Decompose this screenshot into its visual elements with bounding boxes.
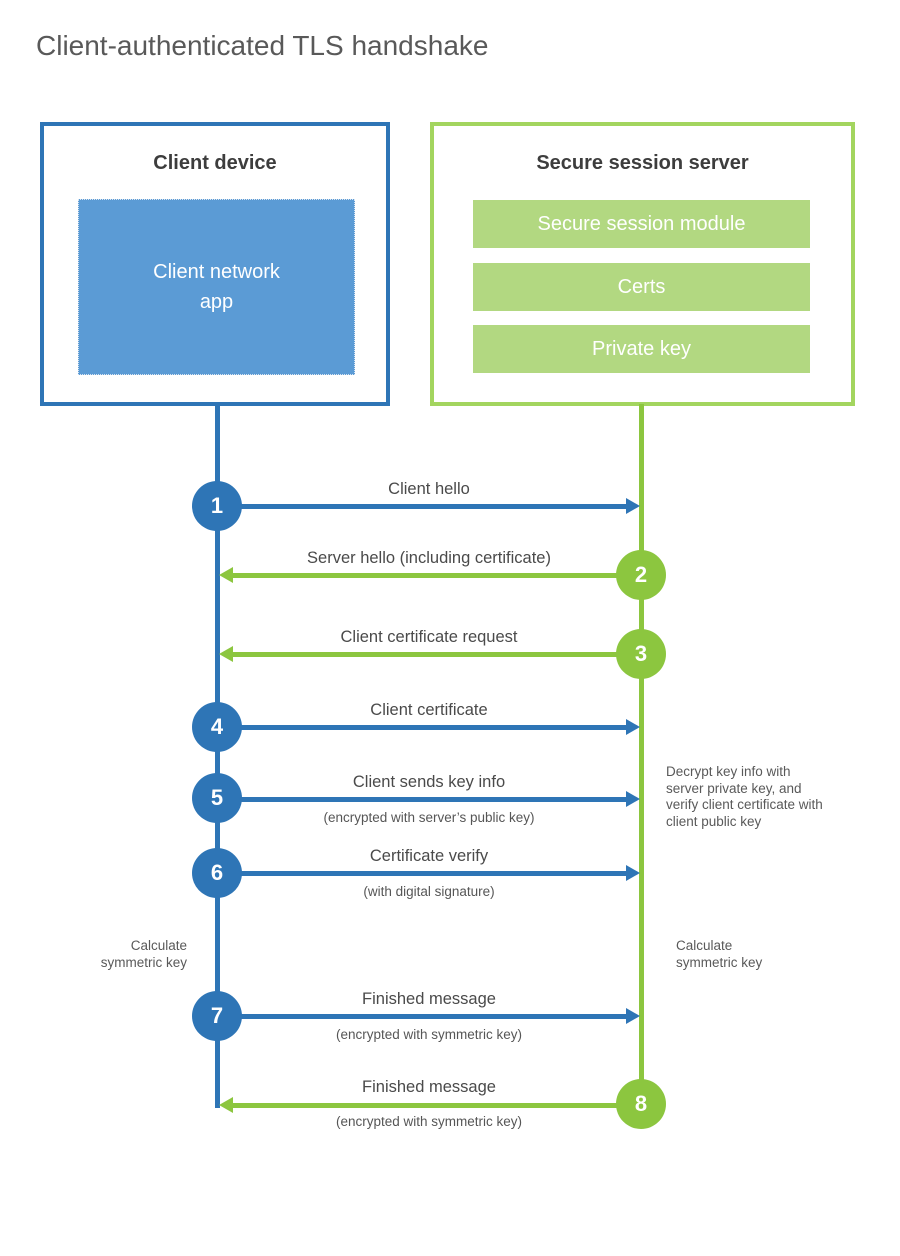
message-sublabel-6: (with digital signature) — [363, 884, 495, 899]
step-badge-8: 8 — [616, 1079, 666, 1129]
server-module-label: Certs — [617, 275, 666, 298]
arrow-head-right-icon — [626, 1008, 640, 1024]
message-label-client-cert-request: Client certificate request — [340, 628, 518, 646]
message-label-client-certificate: Client certificate — [370, 701, 488, 719]
arrow-head-right-icon — [626, 719, 640, 735]
message-sublabel-5: (encrypted with server’s public key) — [323, 810, 535, 825]
client-network-app-box: Client network app — [78, 199, 355, 375]
message-label-finished-message-8: Finished message — [362, 1078, 496, 1096]
message-sublabel-7: (encrypted with symmetric key) — [335, 1027, 523, 1042]
secure-session-server-title: Secure session server — [536, 152, 749, 174]
step-badge-3: 3 — [616, 629, 666, 679]
server-module-bar-secure-session-module: Secure session module — [473, 200, 810, 248]
arrow-shaft — [220, 796, 626, 802]
message-label-client-hello: Client hello — [388, 480, 470, 498]
message-label-finished-message-7: Finished message — [362, 990, 496, 1008]
client-device-title: Client device — [153, 152, 277, 174]
arrow-head-left-icon — [219, 567, 233, 583]
server-module-bar-private-key: Private key — [473, 325, 810, 373]
step-badge-2: 2 — [616, 550, 666, 600]
note-calculate-symmetric-key-server: Calculate symmetric key — [676, 938, 763, 970]
arrow-head-right-icon — [626, 498, 640, 514]
arrow-head-left-icon — [219, 1097, 233, 1113]
client-device-box: Client device Client network app — [40, 122, 390, 406]
server-module-label: Secure session module — [537, 212, 746, 235]
client-network-app-label: Client network app — [153, 261, 280, 313]
arrow-head-right-icon — [626, 865, 640, 881]
arrow-shaft — [233, 572, 639, 578]
step-badge-6: 6 — [192, 848, 242, 898]
client-lifeline — [215, 404, 220, 1108]
step-badge-7: 7 — [192, 991, 242, 1041]
message-label-certificate-verify: Certificate verify — [369, 847, 489, 865]
page-title: Client-authenticated TLS handshake — [36, 30, 489, 61]
step-badge-5: 5 — [192, 773, 242, 823]
server-module-bar-certs: Certs — [473, 263, 810, 311]
arrow-shaft — [220, 1013, 626, 1019]
arrow-shaft — [220, 870, 626, 876]
server-lifeline — [639, 404, 644, 1104]
arrow-head-right-icon — [626, 791, 640, 807]
secure-session-server-box: Secure session server Secure session mod… — [430, 122, 855, 406]
note-calculate-symmetric-key-client: Calculate symmetric key — [100, 938, 187, 970]
arrow-shaft — [233, 651, 639, 657]
arrow-shaft — [233, 1102, 639, 1108]
arrow-head-left-icon — [219, 646, 233, 662]
arrow-shaft — [220, 724, 626, 730]
message-label-client-sends-key-info: Client sends key info — [352, 773, 506, 791]
note-decrypt-key-info: Decrypt key info with server private key… — [666, 764, 823, 829]
step-badge-4: 4 — [192, 702, 242, 752]
message-label-server-hello: Server hello (including certificate) — [307, 549, 551, 567]
server-module-label: Private key — [592, 337, 691, 360]
arrow-shaft — [220, 503, 626, 509]
step-badge-1: 1 — [192, 481, 242, 531]
message-sublabel-8: (encrypted with symmetric key) — [335, 1114, 523, 1129]
